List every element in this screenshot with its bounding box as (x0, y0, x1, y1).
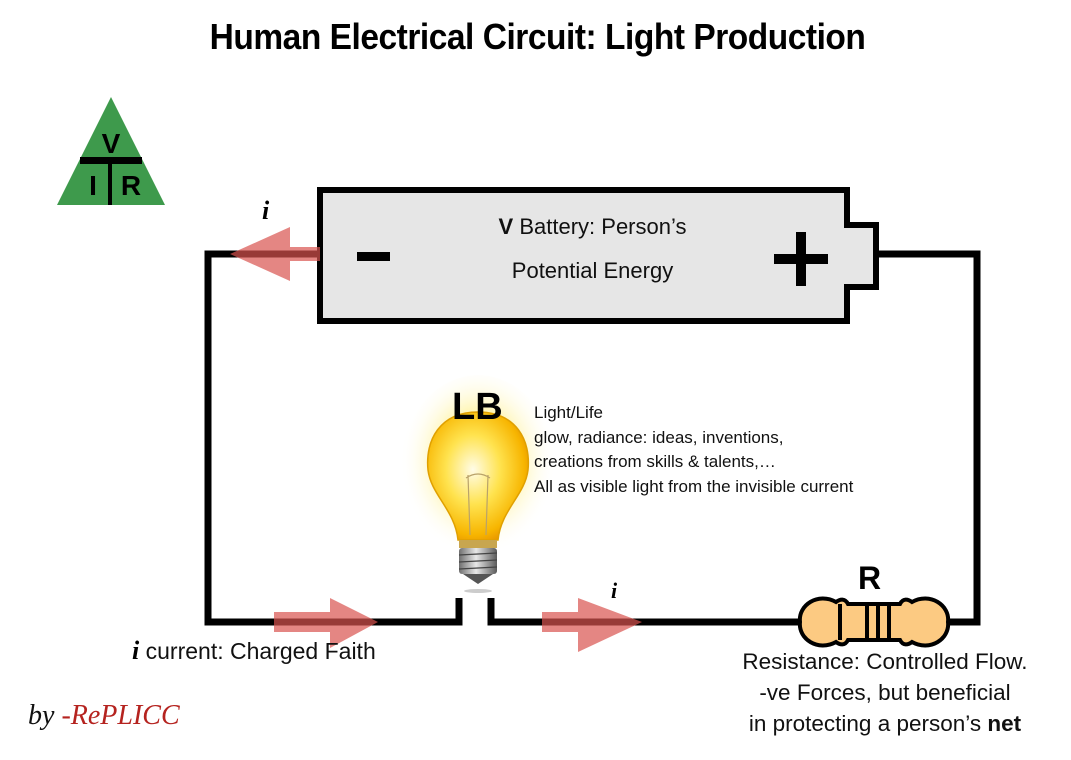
lb-desc-line: All as visible light from the invisible … (534, 476, 854, 496)
battery-title: Battery: Person’s (519, 214, 687, 239)
lb-desc-line: Light/Life (534, 403, 603, 422)
battery-label-line2: Potential Energy (511, 258, 674, 283)
wire-bottom-right (487, 598, 800, 626)
battery-symbol: V (498, 214, 514, 239)
wire-right (876, 250, 981, 626)
page-title: Human Electrical Circuit: Light Producti… (209, 16, 866, 57)
res-desc-line: in protecting a person’s net (700, 708, 1070, 739)
author-signature: by -RePLICC (28, 700, 180, 732)
current-arrow-bottom-left (274, 598, 378, 648)
res-desc-line: -ve Forces, but beneficial (759, 680, 1011, 705)
current-symbol-label: i (132, 636, 140, 665)
vir-triangle-icon: V I R (57, 97, 165, 205)
author-name: -RePLICC (61, 700, 180, 731)
battery (317, 187, 879, 324)
resistance-description: Resistance: Controlled Flow. -ve Forces,… (700, 646, 1070, 739)
current-symbol-top: i (262, 196, 270, 225)
res-desc-text: in protecting a person’s (748, 711, 988, 736)
lb-desc-line: glow, radiance: ideas, inventions, (534, 427, 784, 447)
current-arrow-top (230, 227, 320, 281)
res-desc-line: Resistance: Controlled Flow. (742, 649, 1028, 674)
plus-sign-icon (774, 232, 828, 286)
light-bulb-icon (400, 375, 556, 593)
vir-v: V (102, 128, 121, 159)
current-symbol-bottom: i (611, 578, 618, 603)
resistor-label: R (858, 560, 882, 596)
resistor-icon (797, 596, 951, 648)
vir-i: I (89, 170, 97, 201)
author-by: by (28, 700, 55, 731)
light-bulb-description: Light/Life glow, radiance: ideas, invent… (534, 401, 853, 499)
current-label: i current: Charged Faith (132, 636, 376, 666)
res-desc-bold: net (987, 711, 1022, 736)
current-arrow-bottom-right (542, 598, 642, 652)
current-label-text: current: Charged Faith (145, 638, 376, 664)
minus-sign-icon (357, 252, 390, 261)
lb-desc-line: creations from skills & talents,… (534, 452, 776, 471)
vir-r: R (121, 170, 141, 201)
battery-label-line1: V Battery: Person’s (320, 214, 865, 240)
light-bulb-label: LB (452, 386, 503, 428)
